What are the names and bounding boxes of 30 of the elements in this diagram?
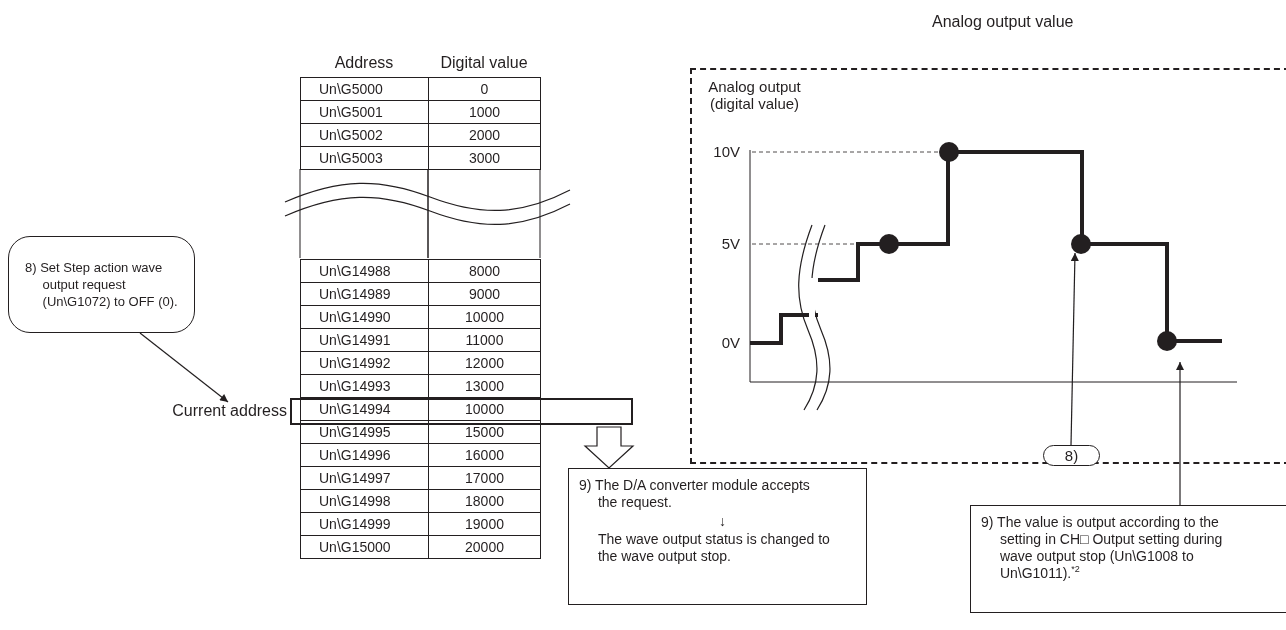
step-marker: 8) bbox=[1043, 445, 1100, 466]
table-cell: 0 bbox=[428, 77, 541, 101]
axis-title: Analog output (digital value) bbox=[707, 78, 802, 112]
table-cell: 20000 bbox=[428, 535, 541, 559]
table-cell: Un\G5000 bbox=[300, 77, 429, 101]
tick-label: 10V bbox=[712, 143, 740, 160]
table-cell: Un\G15000 bbox=[300, 535, 429, 559]
note-text: 9) The D/A converter module accepts the request. bbox=[579, 477, 811, 511]
down-arrow-glyph: ↓ bbox=[719, 513, 726, 529]
column-header: Address bbox=[333, 54, 395, 71]
callout-text: 8) Set Step action wave output request (Un\G1072) to OFF (0). bbox=[25, 259, 179, 310]
tick-label: 5V bbox=[720, 235, 740, 252]
highlight-frame bbox=[290, 398, 633, 425]
tick-label: 0V bbox=[720, 334, 740, 351]
pointer-label: Current address bbox=[171, 402, 287, 420]
table-cell: Un\G14988 bbox=[300, 259, 429, 283]
table-cell: 3000 bbox=[428, 146, 541, 170]
note-box bbox=[568, 468, 867, 605]
table-cell: Un\G5003 bbox=[300, 146, 429, 170]
note-text: 9) The value is output according to the setting in CH□ Output setting during wave output stop (Un\G1008 to Un\G1011).$^{*2}$ bbox=[981, 514, 1224, 582]
arrow bbox=[139, 332, 229, 403]
leader-line bbox=[1070, 252, 1079, 446]
note-text: The wave output status is changed to the wave output stop. bbox=[596, 531, 831, 565]
frame-title: Analog output value bbox=[932, 13, 1074, 31]
leader-line bbox=[1176, 361, 1184, 506]
block-arrow bbox=[583, 426, 635, 469]
callout-box bbox=[8, 236, 195, 333]
table-cell: 8000 bbox=[428, 259, 541, 283]
column-header: Digital value bbox=[439, 54, 529, 71]
note-box bbox=[970, 505, 1286, 613]
